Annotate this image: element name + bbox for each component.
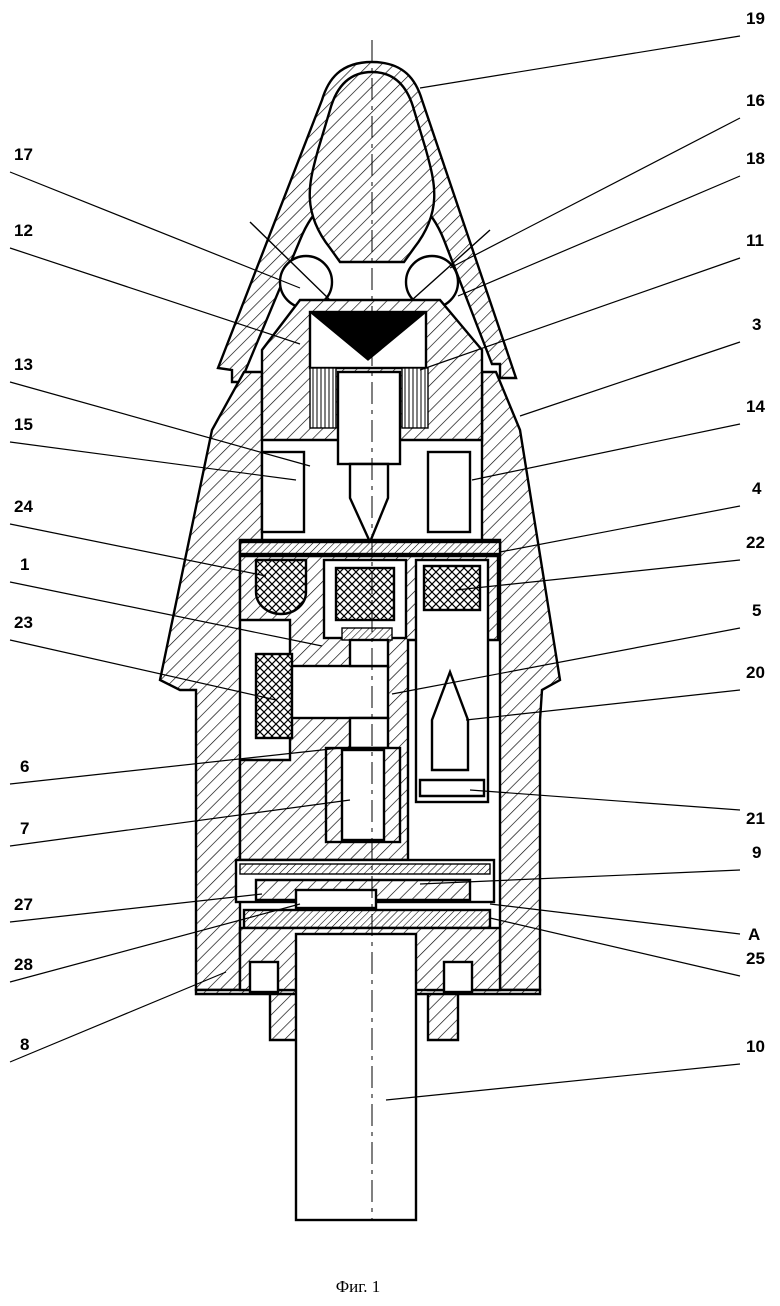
- callout-28: 28: [14, 955, 33, 974]
- callout-27: 27: [14, 895, 33, 914]
- callout-labels: 19 16 18 11 3 14 4 22 5 20 21 9 A 25 10 …: [14, 9, 765, 1056]
- callout-4: 4: [752, 479, 762, 498]
- callout-25: 25: [746, 949, 765, 968]
- pin-right: [426, 450, 472, 534]
- callout-15: 15: [14, 415, 33, 434]
- shaft: [290, 664, 390, 720]
- callout-1: 1: [20, 555, 29, 574]
- pin-left: [260, 450, 306, 534]
- bottom-cap: [234, 858, 496, 930]
- callout-3: 3: [752, 315, 761, 334]
- leader-lines: [9, 35, 741, 1101]
- callout-14: 14: [746, 397, 765, 416]
- callout-9: 9: [752, 843, 761, 862]
- callout-23: 23: [14, 613, 33, 632]
- callout-A: A: [748, 925, 760, 944]
- screw-left: [248, 960, 280, 994]
- callout-12: 12: [14, 221, 33, 240]
- callout-5: 5: [752, 601, 761, 620]
- callout-6: 6: [20, 757, 29, 776]
- callout-8: 8: [20, 1035, 29, 1054]
- slider-tip: [430, 668, 470, 772]
- spring-right: [401, 367, 429, 429]
- callout-20: 20: [746, 663, 765, 682]
- firing-pin: [348, 462, 390, 546]
- membrane: [238, 540, 502, 556]
- callout-16: 16: [746, 91, 765, 110]
- striker-sleeve: [336, 370, 402, 466]
- callout-11: 11: [746, 231, 764, 250]
- tail-shank: [294, 932, 418, 1222]
- callout-24: 24: [14, 497, 33, 516]
- figure-caption: Фиг. 1: [336, 1277, 381, 1296]
- callout-7: 7: [20, 819, 29, 838]
- plug: [254, 652, 294, 740]
- callout-18: 18: [746, 149, 765, 168]
- callout-10: 10: [746, 1037, 765, 1056]
- detonator-left: [334, 566, 396, 622]
- callout-22: 22: [746, 533, 765, 552]
- screw-right: [442, 960, 474, 994]
- spring-left: [309, 367, 337, 429]
- callout-13: 13: [14, 355, 33, 374]
- callout-21: 21: [746, 809, 765, 828]
- callout-17: 17: [14, 145, 33, 164]
- callout-19: 19: [746, 9, 765, 28]
- igniter-left: [254, 558, 308, 616]
